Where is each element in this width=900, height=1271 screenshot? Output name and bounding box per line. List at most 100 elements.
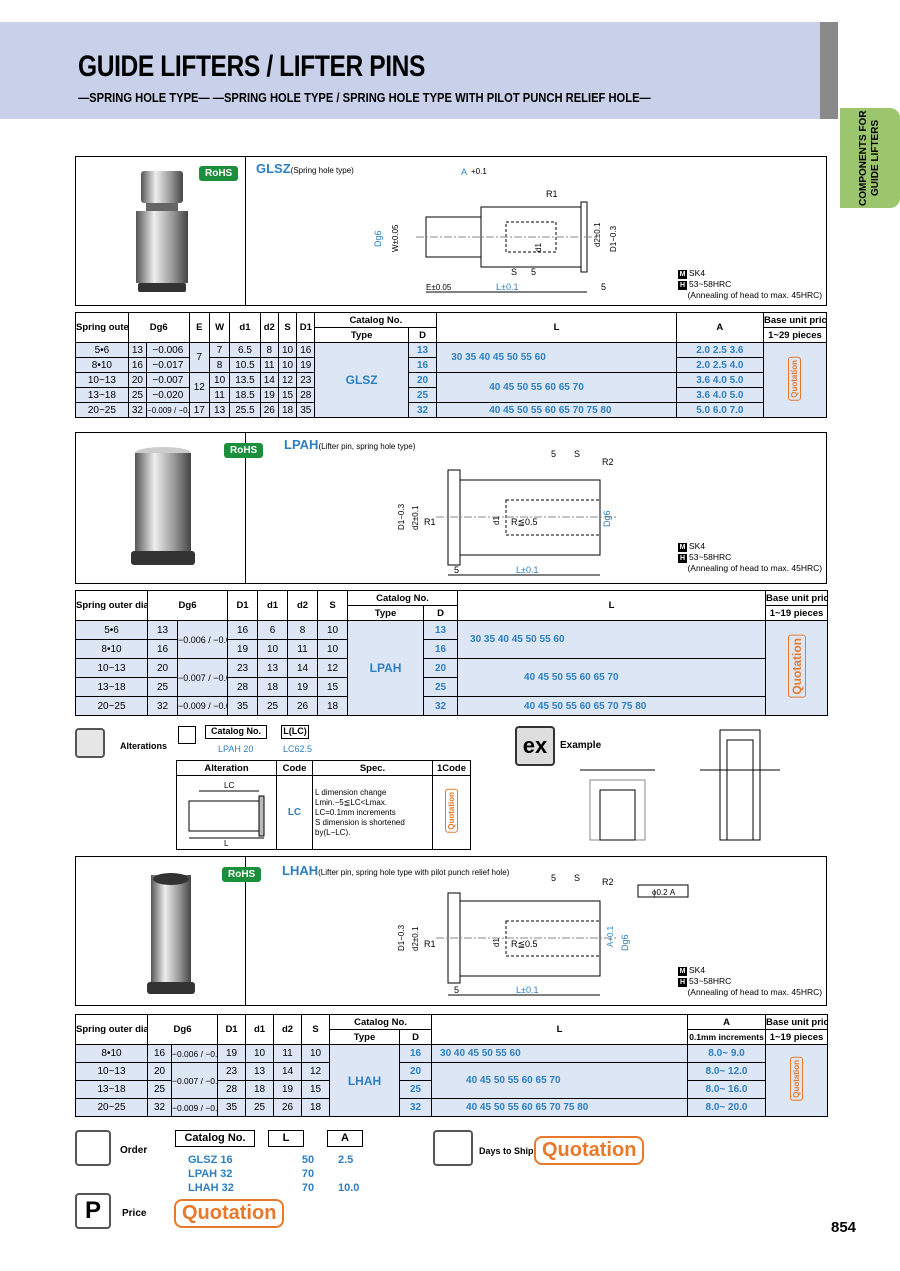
cell: 20: [147, 658, 178, 678]
cell: 18: [257, 677, 289, 697]
lpah-mat3: (Annealing of head to max. 45HRC): [687, 563, 823, 573]
cell: 13.5: [229, 372, 261, 388]
order-h-catalog: Catalog No.: [175, 1130, 255, 1147]
th-D1: D1: [227, 590, 259, 621]
cell: 35: [227, 696, 259, 716]
cell: 32: [147, 1098, 172, 1117]
svg-text:L±0.1: L±0.1: [516, 985, 538, 995]
svg-text:Dg6: Dg6: [373, 230, 383, 247]
cell: 15: [277, 387, 298, 403]
th-spring: Spring outer dia.(D): [75, 1014, 148, 1045]
cell: 20: [147, 1062, 172, 1081]
cell: 13: [127, 342, 148, 358]
cell: 13~18: [75, 387, 129, 403]
svg-text:d2±0.1: d2±0.1: [593, 222, 602, 247]
cell: 19: [287, 677, 319, 697]
cell: 23: [296, 372, 316, 388]
cell: 13: [407, 342, 438, 358]
cell: 10: [257, 639, 289, 659]
cell: 32: [399, 1098, 433, 1117]
cell: 13: [208, 402, 231, 418]
th-dg6: Dg6: [146, 590, 229, 621]
cell: 11: [259, 357, 279, 373]
lpah-desc: (Lifter pin, spring hole type): [318, 442, 416, 451]
cell: 16: [127, 357, 148, 373]
cell: 14: [273, 1062, 303, 1081]
th-D1: D1: [217, 1014, 247, 1045]
cell: 13: [257, 658, 289, 678]
th-qty: 1~19 pieces: [765, 1029, 829, 1045]
header-band: [0, 22, 820, 119]
side-tab[interactable]: COMPONENTS FOR GUIDE LIFTERS: [840, 108, 900, 208]
th-spec: Spec.: [312, 760, 433, 776]
cell: 26: [287, 696, 319, 716]
header-shadow: [820, 22, 838, 119]
cell: 3.6 4.0 5.0: [675, 372, 764, 388]
cell: 10: [301, 1044, 331, 1063]
lpah-mat1: SK4: [689, 541, 706, 551]
cell: 14: [287, 658, 319, 678]
svg-text:R2: R2: [602, 457, 614, 467]
order-h-l: L: [268, 1130, 304, 1147]
order-label: Order: [120, 1145, 148, 1156]
order-l: 70: [301, 1168, 315, 1180]
quotation-badge[interactable]: Quotation: [788, 356, 802, 401]
cell: 19: [273, 1080, 303, 1099]
svg-text:R1: R1: [424, 517, 436, 527]
cell: 19: [296, 357, 316, 373]
lhah-quote[interactable]: Quotation: [765, 1044, 829, 1117]
th-dg6: Dg6: [146, 1014, 219, 1045]
svg-text:d2±0.1: d2±0.1: [411, 926, 420, 951]
th-price: Base unit price: [765, 1014, 829, 1030]
cell: 30 35 40 45 50 55 60: [436, 342, 677, 373]
cell: 16: [399, 1044, 433, 1063]
lhah-mat3: (Annealing of head to max. 45HRC): [687, 987, 823, 997]
cell: 18: [277, 402, 298, 418]
order-phone-icon: [75, 1130, 111, 1166]
svg-text:5: 5: [454, 565, 459, 575]
quotation-badge[interactable]: Quotation: [790, 1057, 804, 1101]
cell: 25: [245, 1098, 275, 1117]
cell: 13~18: [75, 1080, 148, 1099]
cell: 40 45 50 55 60 65 70: [457, 658, 767, 697]
days-quotation[interactable]: Quotation: [534, 1136, 645, 1165]
cell: 20: [423, 658, 459, 678]
spec-line: by(L−LC).: [315, 827, 351, 837]
svg-text:S: S: [511, 267, 517, 277]
cell: 8.0~ 20.0: [687, 1098, 767, 1117]
cell: 20: [127, 372, 148, 388]
cell: −0.009 / −0.025: [170, 1098, 219, 1117]
cell: 16: [147, 639, 178, 659]
cell: 32: [423, 696, 459, 716]
quotation-badge[interactable]: Quotation: [445, 789, 458, 833]
cell: 13: [423, 620, 459, 640]
cell: 23: [227, 658, 259, 678]
cell: 10: [277, 357, 298, 373]
cell: 20~25: [75, 696, 148, 716]
svg-text:R1: R1: [546, 189, 558, 199]
glsz-desc: (Spring hole type): [290, 166, 354, 175]
th-s: S: [301, 1014, 331, 1045]
spec-line: Lmin.−5≦LC<Lmax.: [315, 797, 388, 807]
cell: 18: [317, 696, 349, 716]
svg-text:A+0.1: A+0.1: [606, 925, 615, 947]
cell: 17: [188, 402, 210, 418]
lpah-image-cell: [76, 433, 246, 583]
th-l: L: [436, 312, 677, 343]
th-d1: d1: [245, 1014, 275, 1045]
cell: 19: [227, 639, 259, 659]
cell: 23: [217, 1062, 247, 1081]
order-cat: LPAH 32: [188, 1168, 233, 1180]
price-quotation[interactable]: Quotation: [174, 1199, 285, 1228]
cell: −0.017: [146, 357, 190, 373]
rohs-badge: RoHS: [224, 443, 264, 458]
cell: 16: [296, 342, 316, 358]
quotation-badge[interactable]: Quotation: [787, 635, 806, 698]
svg-text:+0.1: +0.1: [471, 167, 487, 176]
alt-quote-cell[interactable]: Quotation: [432, 775, 471, 850]
cell: 40 45 50 55 60 65 70: [436, 372, 677, 403]
glsz-quote[interactable]: Quotation: [762, 342, 828, 418]
lpah-quote[interactable]: Quotation: [765, 620, 829, 716]
cell: 26: [259, 402, 279, 418]
